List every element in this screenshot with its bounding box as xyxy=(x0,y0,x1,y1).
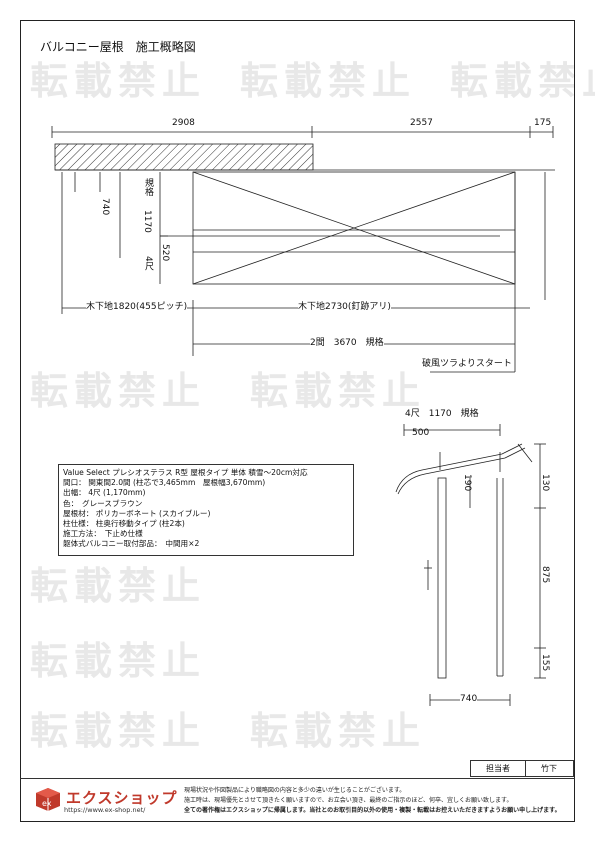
roof-curve xyxy=(397,447,526,495)
person-label: 担当者 xyxy=(471,761,526,776)
spec-line: Value Select プレシオステラス R型 屋根タイプ 単体 積雪～20c… xyxy=(63,468,308,477)
person-in-charge: 担当者 竹下 xyxy=(470,760,574,777)
size-label: 2間 3670 規格 xyxy=(310,335,384,348)
section-dim-130: 130 xyxy=(540,474,550,492)
drawing-title: バルコニー屋根 施工概略図 xyxy=(40,40,196,54)
spec-line: 躯体式バルコニー取付部品： 中間用×2 xyxy=(63,539,200,549)
brand-url[interactable]: https://www.ex-shop.net/ xyxy=(64,806,146,814)
label-kikaku: 規格 xyxy=(143,178,153,196)
drawing-frame xyxy=(20,20,575,822)
section-dim-top: 4尺 1170 規格 xyxy=(405,409,479,419)
footer-divider xyxy=(20,778,575,779)
spec-line: 柱仕様： 柱奥行移動タイプ (柱2本) xyxy=(63,519,185,529)
section-dim-875: 875 xyxy=(540,566,550,584)
brand-name: エクスショップ xyxy=(66,789,178,807)
footer-note: 現場状況や作図製品により職略図の内容と多少の違いが生じることがございます。 xyxy=(184,787,406,794)
dim-520: 520 xyxy=(160,244,170,262)
base-left: 木下地1820(455ピッチ) xyxy=(86,299,188,312)
roof-diagonal xyxy=(192,171,516,285)
box-logo-icon: ex xyxy=(36,788,60,811)
footer-notes: 現場状況や作図製品により職略図の内容と多少の違いが生じることがございます。 施工… xyxy=(184,786,561,816)
spec-line: 出幅： 4尺 (1,170mm) xyxy=(63,488,146,498)
section-dim-740: 740 xyxy=(460,694,478,704)
spec-box: Value Select プレシオステラス R型 屋根タイプ 単体 積雪～20c… xyxy=(58,464,354,556)
base-right: 木下地2730(釘跡アリ) xyxy=(298,299,391,312)
note-break: 破風ツラよりスタート xyxy=(422,359,512,369)
spec-line: 屋根材： ポリカーボネート (スカイブルー) xyxy=(63,508,211,518)
dim-1170: 1170 xyxy=(142,210,152,233)
spec-line: 間口： 関東間2.0間 (柱芯で3,465mm 屋根幅3,670mm) xyxy=(63,478,266,488)
section-dim-155: 155 xyxy=(540,654,550,672)
dim-left: 2908 xyxy=(172,118,195,128)
section-dim-190: 190 xyxy=(462,474,472,492)
post xyxy=(437,477,447,679)
footer-note: 全ての著作権はエクスショップに帰属します。当社とのお取引目的以外の使用・複製・転… xyxy=(184,807,561,814)
person-name: 竹下 xyxy=(541,764,557,773)
section-dim-500: 500 xyxy=(412,428,430,438)
label-4shaku: 4尺 xyxy=(143,256,153,271)
dim-mid: 2557 xyxy=(410,118,433,128)
spec-line: 施工方法： 下止め仕様 xyxy=(63,529,143,539)
existing-wall-hatch xyxy=(54,143,314,171)
section-drawing xyxy=(395,424,546,706)
footer-note: 施工時は、現場優先とさせて頂きたく願いますので、お立会い頂き、最終のご指示のほど… xyxy=(184,797,513,804)
dim-740: 740 xyxy=(100,198,110,216)
spec-line: 色： グレースブラウン xyxy=(63,498,143,508)
dim-right: 175 xyxy=(534,118,552,128)
svg-text:ex: ex xyxy=(42,799,52,808)
